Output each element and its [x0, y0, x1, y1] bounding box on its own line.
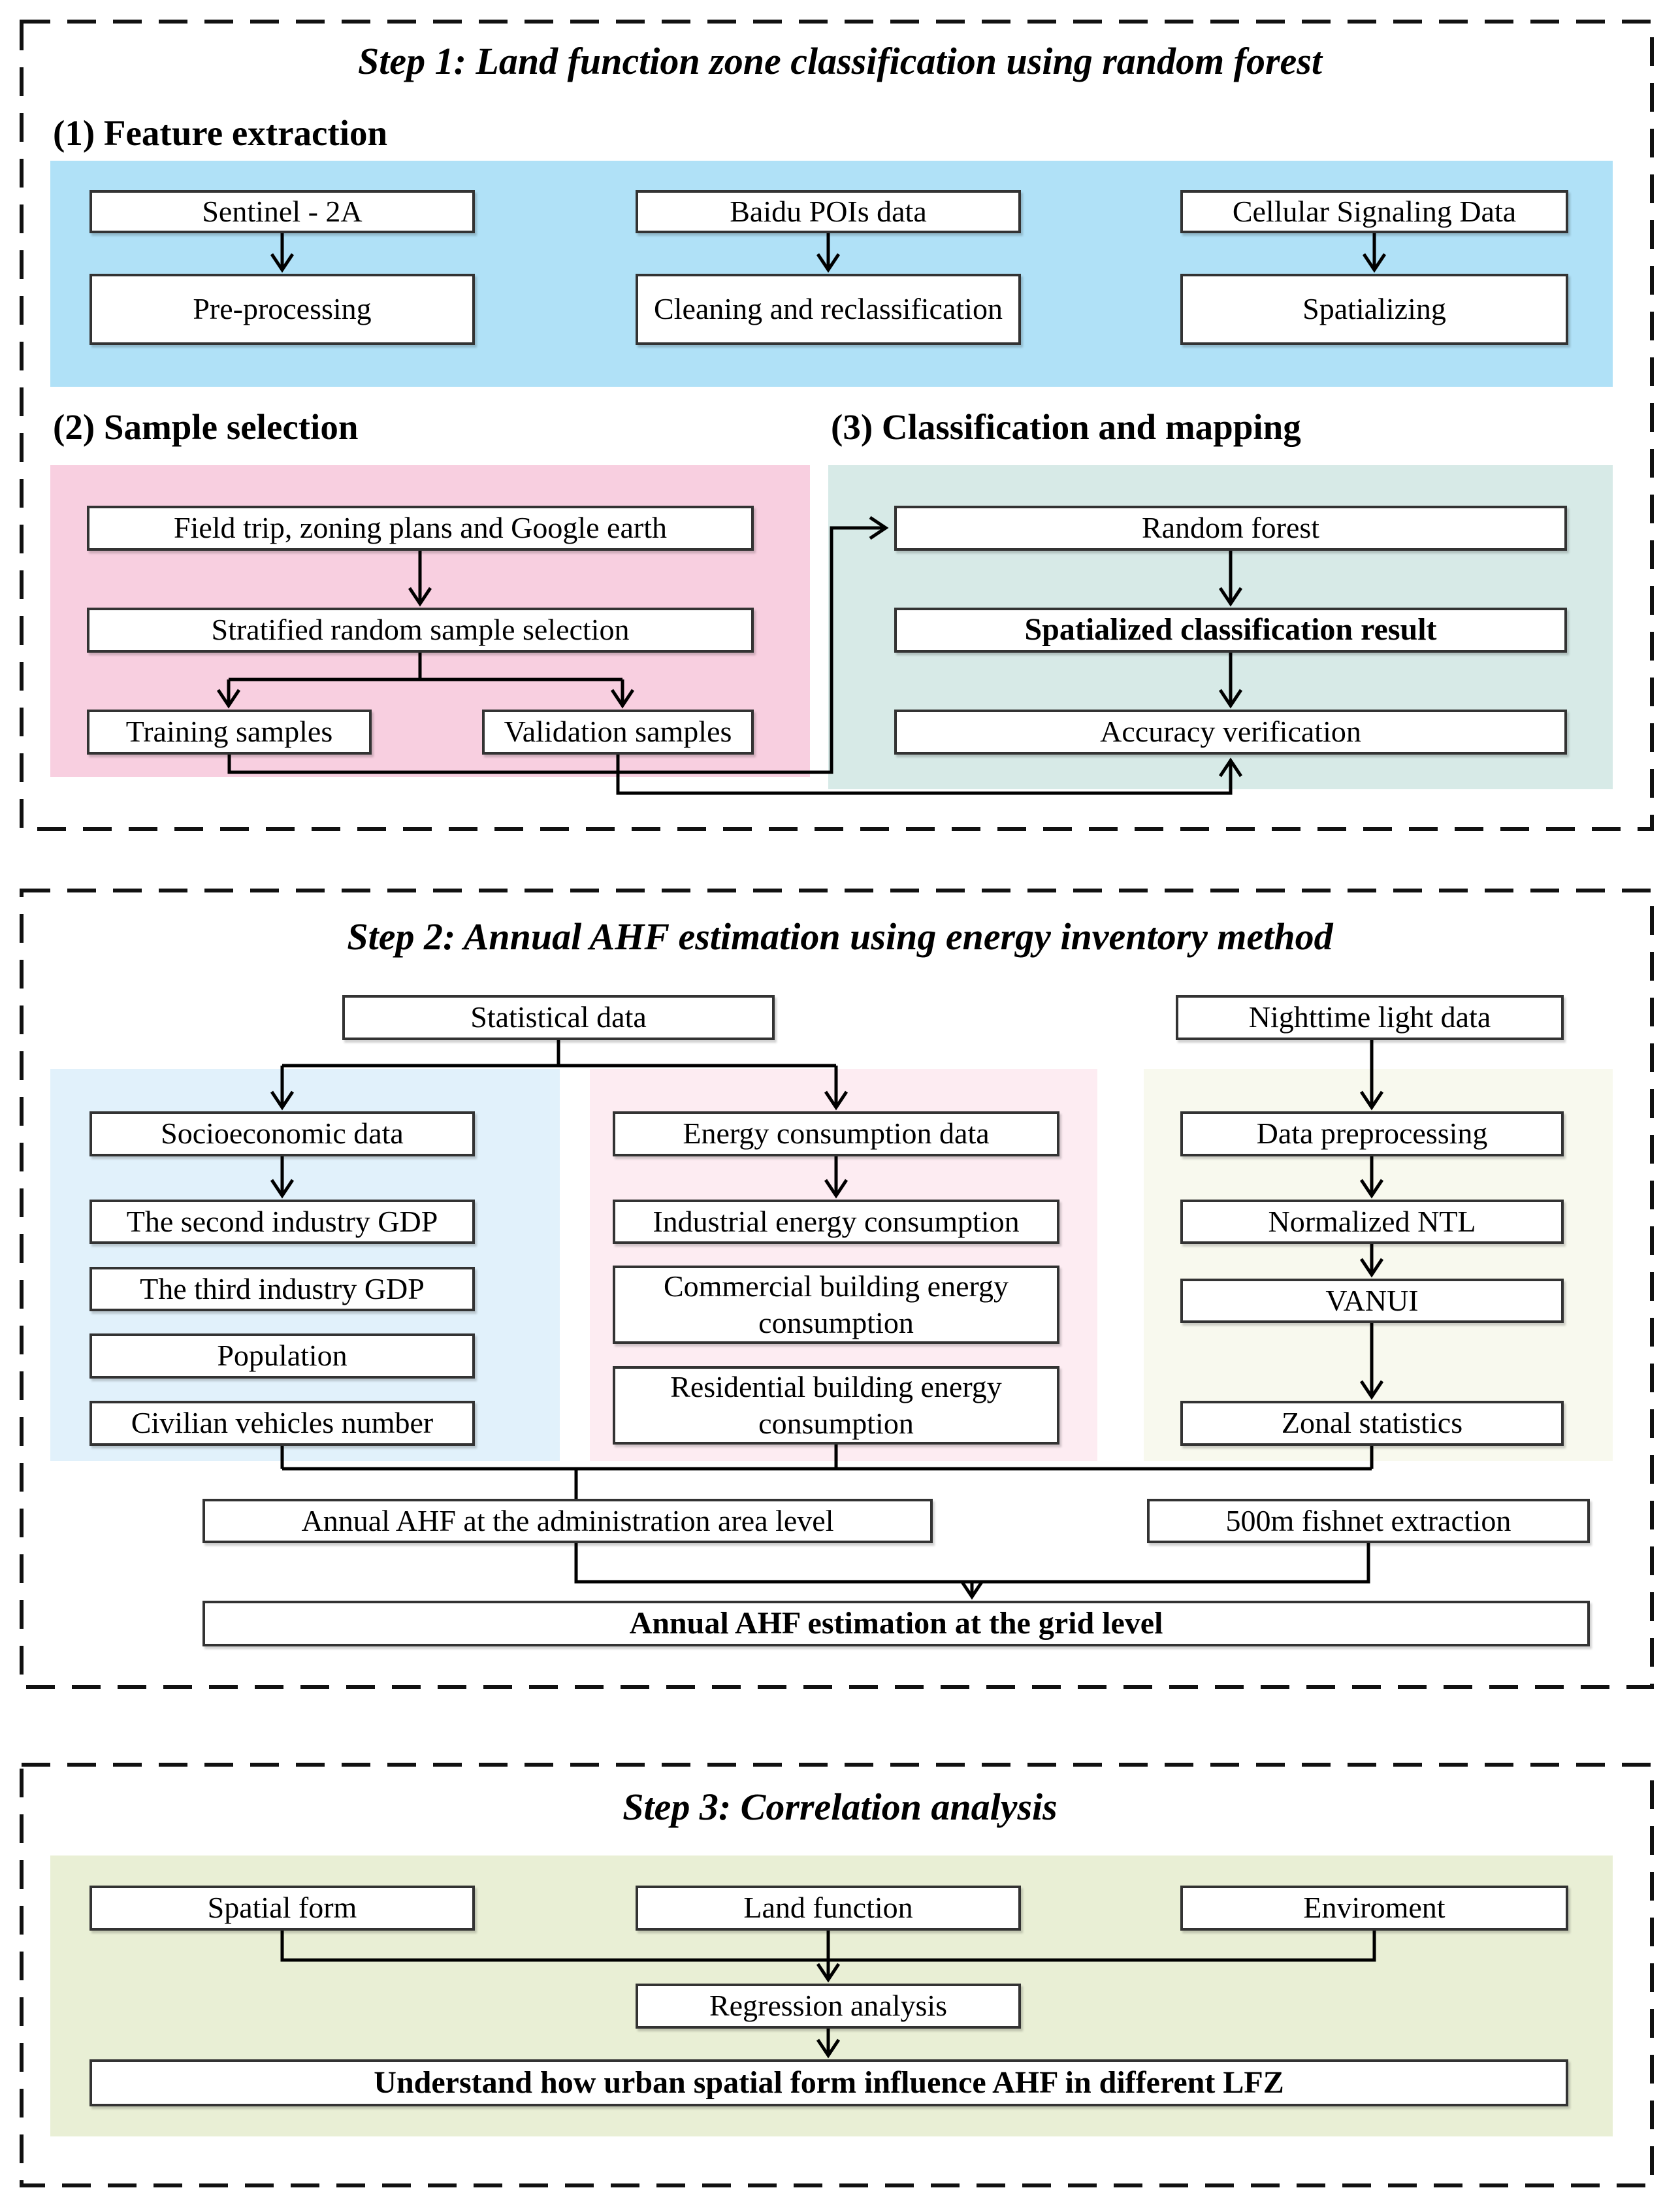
step2-dashed-border — [20, 889, 1654, 1689]
box-normalized-ntl: Normalized NTL — [1180, 1200, 1564, 1244]
box-annual-ahf-grid: Annual AHF estimation at the grid level — [202, 1601, 1590, 1646]
box-socioeconomic-data: Socioeconomic data — [89, 1111, 475, 1156]
box-pre-processing: Pre-processing — [89, 274, 475, 345]
box-fishnet-extraction: 500m fishnet extraction — [1147, 1499, 1590, 1543]
box-nighttime-light-data: Nighttime light data — [1176, 995, 1564, 1040]
box-validation-samples: Validation samples — [482, 710, 754, 755]
step3-title: Step 3: Correlation analysis — [622, 1786, 1058, 1828]
box-commercial-energy: Commercial building energy consumption — [613, 1266, 1059, 1344]
sample-selection-label: (2) Sample selection — [53, 407, 359, 447]
statistical-split-line — [282, 1040, 836, 1068]
box-annual-ahf-admin: Annual AHF at the administration area le… — [202, 1499, 933, 1543]
box-cellular-signaling: Cellular Signaling Data — [1180, 190, 1568, 233]
box-industrial-energy: Industrial energy consumption — [613, 1200, 1059, 1244]
step2-lower-bus-line — [574, 1543, 1370, 1584]
box-statistical-data: Statistical data — [342, 995, 775, 1040]
box-enviroment: Enviroment — [1180, 1886, 1568, 1931]
arrow-training-to-random-forest — [227, 515, 889, 774]
box-energy-consumption-data: Energy consumption data — [613, 1111, 1059, 1156]
box-population: Population — [89, 1333, 475, 1379]
stratified-split-line — [229, 653, 622, 681]
step3-dashed-border — [20, 1763, 1654, 2187]
box-training-samples: Training samples — [87, 710, 372, 755]
box-spatial-form: Spatial form — [89, 1886, 475, 1931]
box-land-function: Land function — [636, 1886, 1021, 1931]
box-spatializing: Spatializing — [1180, 274, 1568, 345]
step1-title: Step 1: Land function zone classificatio… — [358, 40, 1322, 82]
box-residential-energy: Residential building energy consumption — [613, 1366, 1059, 1445]
box-stratified-selection: Stratified random sample selection — [87, 608, 754, 653]
box-regression-analysis: Regression analysis — [636, 1984, 1021, 2029]
box-baidu-pois: Baidu POIs data — [636, 190, 1021, 233]
box-vanui: VANUI — [1180, 1279, 1564, 1323]
box-spatialized-result: Spatialized classification result — [894, 608, 1567, 653]
box-cleaning-reclassification: Cleaning and reclassification — [636, 274, 1021, 345]
step2-upper-bus-line — [280, 1445, 1374, 1499]
box-third-industry-gdp: The third industry GDP — [89, 1267, 475, 1311]
classification-mapping-label: (3) Classification and mapping — [831, 407, 1301, 447]
arrow-validation-to-accuracy — [616, 755, 1243, 795]
box-zonal-statistics: Zonal statistics — [1180, 1401, 1564, 1446]
box-sentinel-2a: Sentinel - 2A — [89, 190, 475, 233]
step2-title: Step 2: Annual AHF estimation using ener… — [347, 915, 1333, 958]
box-accuracy-verification: Accuracy verification — [894, 710, 1567, 755]
box-conclusion: Understand how urban spatial form influe… — [89, 2059, 1568, 2106]
box-second-industry-gdp: The second industry GDP — [89, 1200, 475, 1244]
box-civilian-vehicles: Civilian vehicles number — [89, 1401, 475, 1446]
box-data-preprocessing: Data preprocessing — [1180, 1111, 1564, 1156]
box-random-forest: Random forest — [894, 506, 1567, 551]
step1-dashed-border — [20, 20, 1654, 831]
feature-extraction-label: (1) Feature extraction — [53, 113, 388, 153]
box-field-trip: Field trip, zoning plans and Google eart… — [87, 506, 754, 551]
